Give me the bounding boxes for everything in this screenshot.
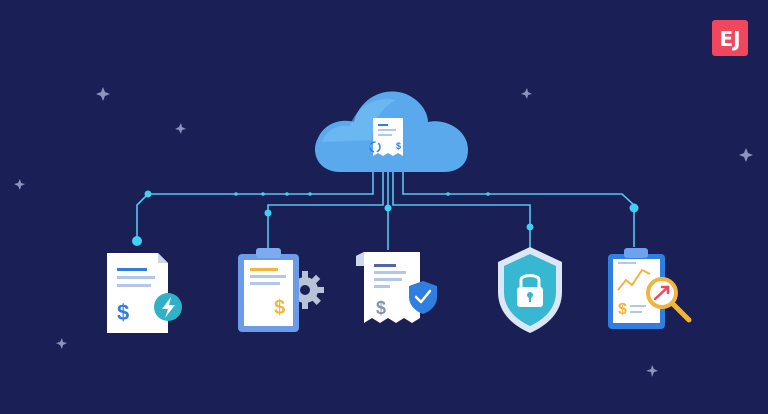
connector-lines — [136, 172, 635, 250]
sparkle-icon — [56, 338, 67, 349]
clipboard-gear-icon: $ — [238, 248, 324, 332]
brand-logo[interactable]: EJ — [712, 20, 748, 56]
svg-text:$: $ — [274, 297, 285, 319]
brand-logo-badge — [712, 20, 748, 56]
svg-text:$: $ — [376, 298, 386, 318]
invoice-lightning-icon: $ — [107, 253, 182, 333]
sparkle-icon — [14, 179, 25, 190]
sparkle-icon — [96, 87, 110, 101]
svg-text:$: $ — [117, 300, 129, 325]
cloud-receipt-icon: $ — [314, 91, 468, 172]
sparkle-icon — [175, 123, 186, 134]
receipt-verified-icon: $ — [356, 252, 437, 323]
sparkle-icon — [739, 148, 753, 162]
sparkle-icon — [521, 88, 532, 99]
background-sparkles — [14, 87, 753, 377]
security-shield-lock-icon — [498, 247, 562, 333]
svg-text:$: $ — [618, 301, 627, 318]
sparkle-icon — [646, 365, 658, 377]
clipboard-analytics-icon: $ — [608, 248, 692, 329]
connector-nodes — [132, 190, 639, 246]
svg-text:$: $ — [396, 141, 401, 151]
brand-logo-text: EJ — [719, 27, 740, 51]
